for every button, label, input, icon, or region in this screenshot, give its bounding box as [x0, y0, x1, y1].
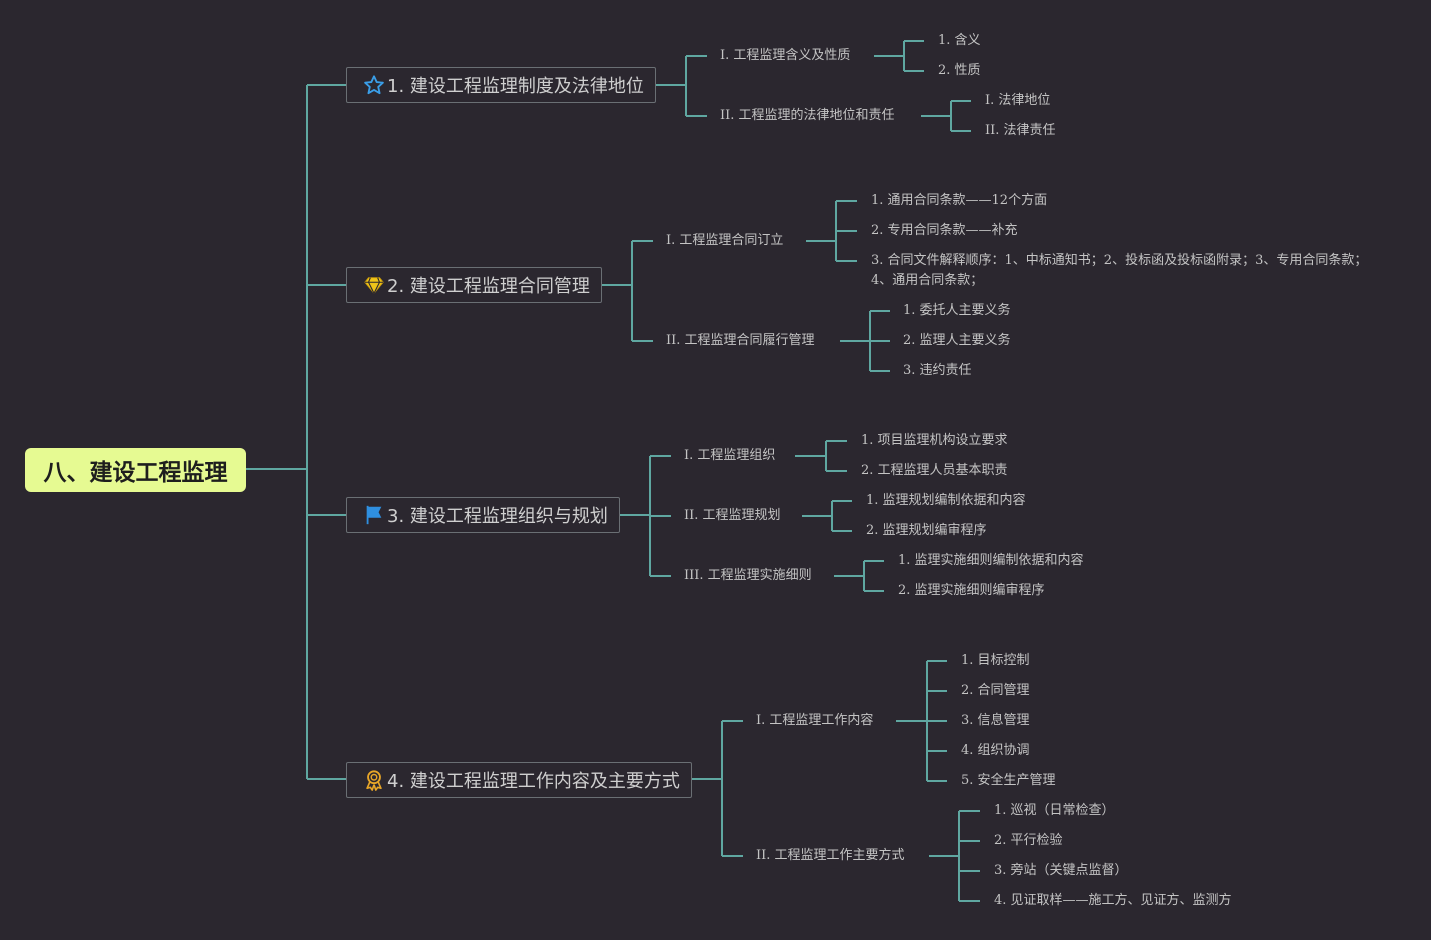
- root-node[interactable]: 八、建设工程监理: [25, 448, 246, 492]
- leaf-node[interactable]: 2. 工程监理人员基本职责: [861, 463, 1008, 478]
- leaf-node[interactable]: 4. 见证取样——施工方、见证方、监测方: [994, 893, 1232, 908]
- leaf-node[interactable]: 3. 信息管理: [961, 713, 1030, 728]
- leaf-node[interactable]: 2. 专用合同条款——补充: [871, 223, 1018, 238]
- subtopic-node[interactable]: III. 工程监理实施细则: [684, 568, 812, 583]
- subtopic-node[interactable]: I. 工程监理含义及性质: [720, 48, 851, 63]
- category-label: 4. 建设工程监理工作内容及主要方式: [387, 771, 680, 792]
- subtopic-node[interactable]: II. 工程监理规划: [684, 508, 781, 523]
- category-label: 1. 建设工程监理制度及法律地位: [387, 76, 644, 97]
- category-label: 2. 建设工程监理合同管理: [387, 276, 590, 297]
- star-icon: [363, 74, 385, 96]
- award-icon: [363, 769, 385, 791]
- leaf-node[interactable]: 4. 组织协调: [961, 743, 1030, 758]
- subtopic-node[interactable]: II. 工程监理合同履行管理: [666, 333, 815, 348]
- category-node-1[interactable]: 1. 建设工程监理制度及法律地位: [346, 67, 656, 103]
- category-node-3[interactable]: 3. 建设工程监理组织与规划: [346, 497, 620, 533]
- leaf-node[interactable]: 2. 监理人主要义务: [903, 333, 1011, 348]
- category-label: 3. 建设工程监理组织与规划: [387, 506, 608, 527]
- leaf-node[interactable]: 1. 目标控制: [961, 653, 1030, 668]
- leaf-node[interactable]: I. 法律地位: [985, 93, 1051, 108]
- subtopic-node[interactable]: II. 工程监理的法律地位和责任: [720, 108, 895, 123]
- category-node-2[interactable]: 2. 建设工程监理合同管理: [346, 267, 602, 303]
- leaf-node[interactable]: 1. 监理实施细则编制依据和内容: [898, 553, 1084, 568]
- leaf-node[interactable]: 1. 项目监理机构设立要求: [861, 433, 1008, 448]
- leaf-node[interactable]: 3. 合同文件解释顺序：1、中标通知书；2、投标函及投标函附录；3、专用合同条款…: [871, 253, 1368, 288]
- subtopic-node[interactable]: I. 工程监理合同订立: [666, 233, 784, 248]
- subtopic-node[interactable]: II. 工程监理工作主要方式: [756, 848, 905, 863]
- leaf-node[interactable]: II. 法律责任: [985, 123, 1056, 138]
- leaf-node[interactable]: 1. 巡视（日常检查）: [994, 803, 1115, 818]
- leaf-node[interactable]: 5. 安全生产管理: [961, 773, 1056, 788]
- leaf-node[interactable]: 1. 通用合同条款——12个方面: [871, 193, 1048, 208]
- leaf-node[interactable]: 2. 合同管理: [961, 683, 1030, 698]
- leaf-node[interactable]: 1. 委托人主要义务: [903, 303, 1011, 318]
- leaf-node[interactable]: 3. 旁站（关键点监督）: [994, 863, 1128, 878]
- subtopic-node[interactable]: I. 工程监理组织: [684, 448, 776, 463]
- leaf-node[interactable]: 2. 监理规划编审程序: [866, 523, 987, 538]
- leaf-node[interactable]: 2. 平行检验: [994, 833, 1063, 848]
- leaf-node[interactable]: 1. 监理规划编制依据和内容: [866, 493, 1026, 508]
- subtopic-node[interactable]: I. 工程监理工作内容: [756, 713, 874, 728]
- leaf-node[interactable]: 1. 含义: [938, 33, 981, 48]
- diamond-icon: [363, 274, 385, 296]
- leaf-node[interactable]: 2. 性质: [938, 63, 981, 78]
- leaf-node[interactable]: 2. 监理实施细则编审程序: [898, 583, 1045, 598]
- flag-icon: [363, 504, 385, 526]
- leaf-node[interactable]: 3. 违约责任: [903, 363, 972, 378]
- category-node-4[interactable]: 4. 建设工程监理工作内容及主要方式: [346, 762, 692, 798]
